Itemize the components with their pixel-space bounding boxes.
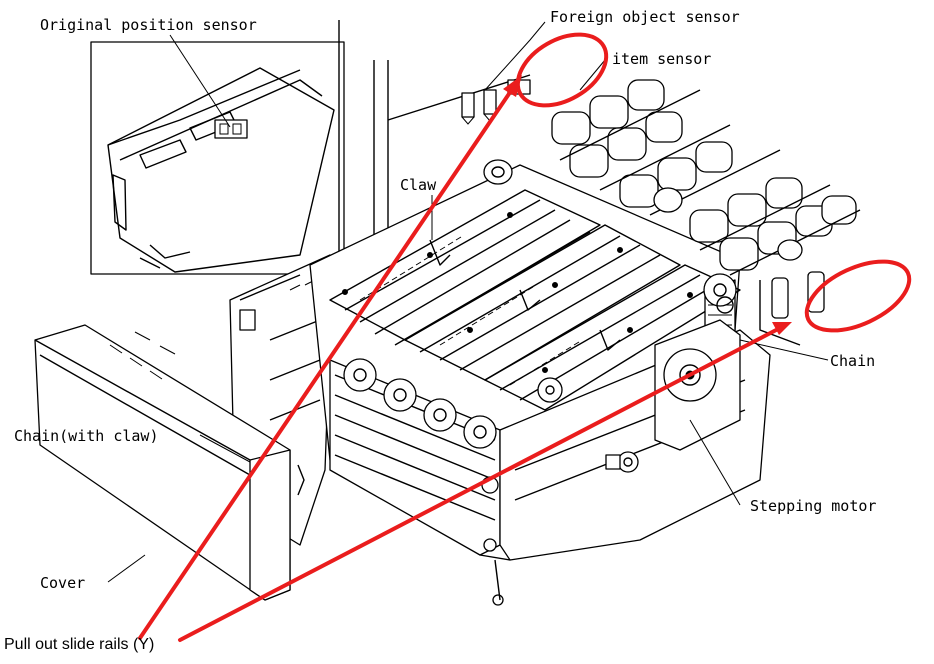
red-pointer-arrow-left [138,83,517,640]
solenoid-rollers [551,79,861,276]
label-cover: Cover [40,574,85,592]
leader-lines [107,21,829,583]
right-brackets [759,271,825,346]
label-item-sensor: item sensor [612,50,711,68]
label-original-position-sensor: Original position sensor [40,16,257,34]
back-frame [338,20,531,255]
label-foreign-object-sensor: Foreign object sensor [550,8,740,26]
red-annotations [138,32,912,642]
diagram-labels: Original position sensor Foreign object … [14,8,876,592]
chain-highlight-ellipse [804,259,912,333]
red-pointer-arrow-right [178,326,782,642]
diagram-caption: Pull out slide rails (Y) [4,636,155,653]
machine-body [229,159,771,606]
label-chain-with-claw: Chain(with claw) [14,427,159,445]
cover-part [34,324,305,601]
item-sensor-highlight-ellipse [515,32,609,108]
label-claw: Claw [400,176,437,194]
inset-detail-panel [90,41,345,275]
label-chain: Chain [830,352,875,370]
label-stepping-motor: Stepping motor [750,497,876,515]
